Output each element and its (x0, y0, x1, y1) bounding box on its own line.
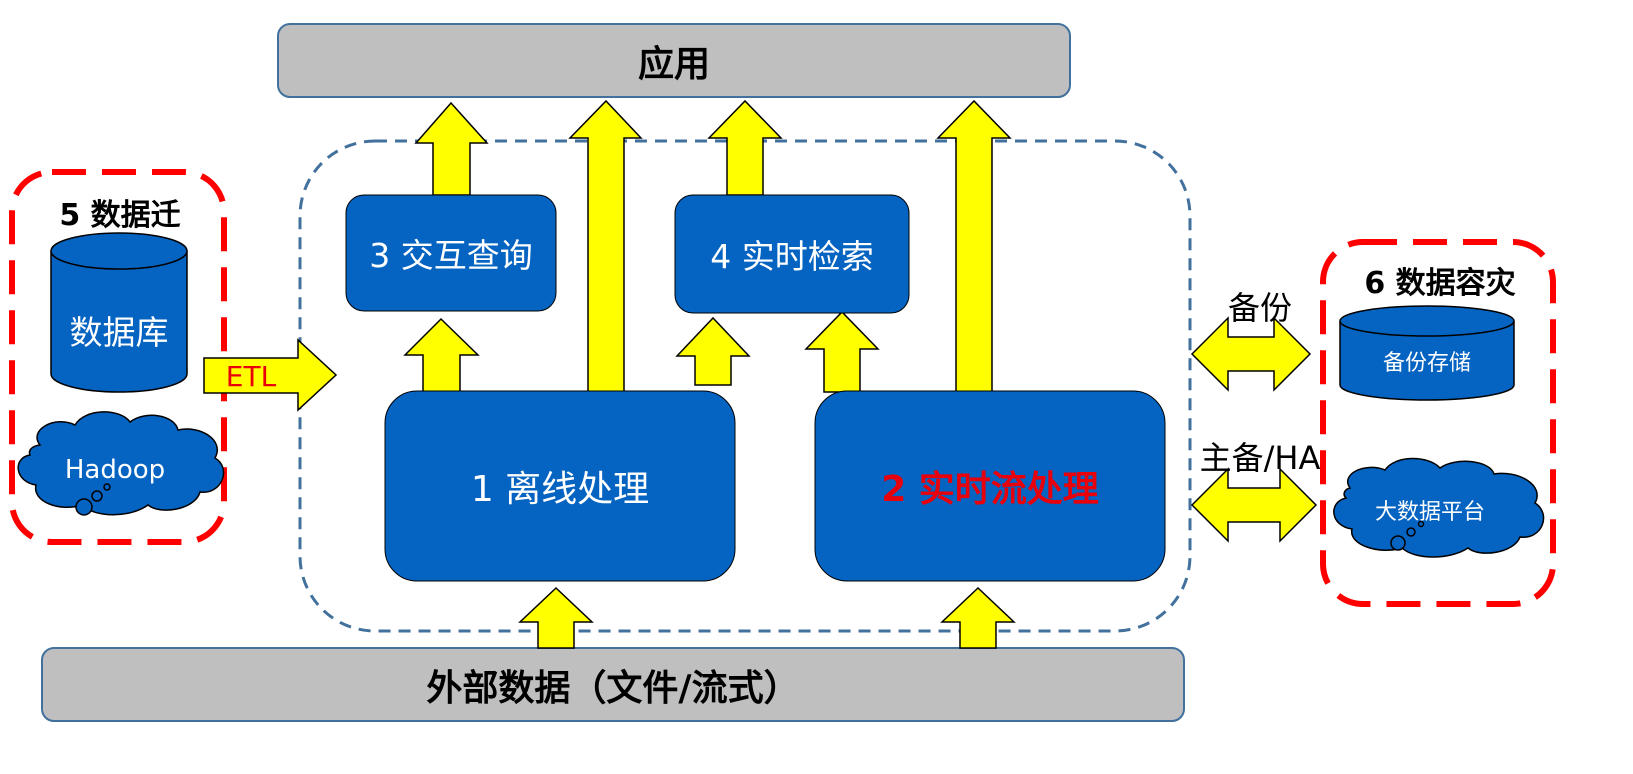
arrow-up-query-to-app (414, 101, 489, 196)
stream-processing-box (814, 390, 1166, 582)
top-bar (277, 23, 1071, 98)
database-cylinder (50, 232, 188, 393)
offline-processing-box (384, 390, 736, 582)
ha-double-arrow (1190, 467, 1318, 543)
arrow-up-stream-to-app (936, 99, 1012, 393)
arrow-up-stream-to-search (804, 310, 880, 393)
etl-arrow (203, 338, 338, 412)
hadoop-cloud (17, 411, 225, 516)
arrow-up-search-to-app (707, 99, 783, 196)
arrow-up-external-to-stream (940, 586, 1016, 649)
arrow-up-offline-to-search (675, 316, 751, 386)
bigdata-platform-cloud (1333, 457, 1545, 558)
interactive-query-box (345, 194, 557, 312)
arrow-up-offline-to-query (403, 317, 480, 393)
migration-region (9, 169, 227, 545)
disaster-recovery-region (1320, 239, 1556, 607)
arrow-up-external-to-offline (518, 586, 594, 649)
backup-double-arrow (1190, 316, 1312, 392)
realtime-search-box (674, 194, 910, 314)
backup-storage-cylinder (1339, 305, 1515, 401)
arrow-up-offline-to-app (568, 99, 643, 393)
bottom-bar (41, 647, 1185, 722)
